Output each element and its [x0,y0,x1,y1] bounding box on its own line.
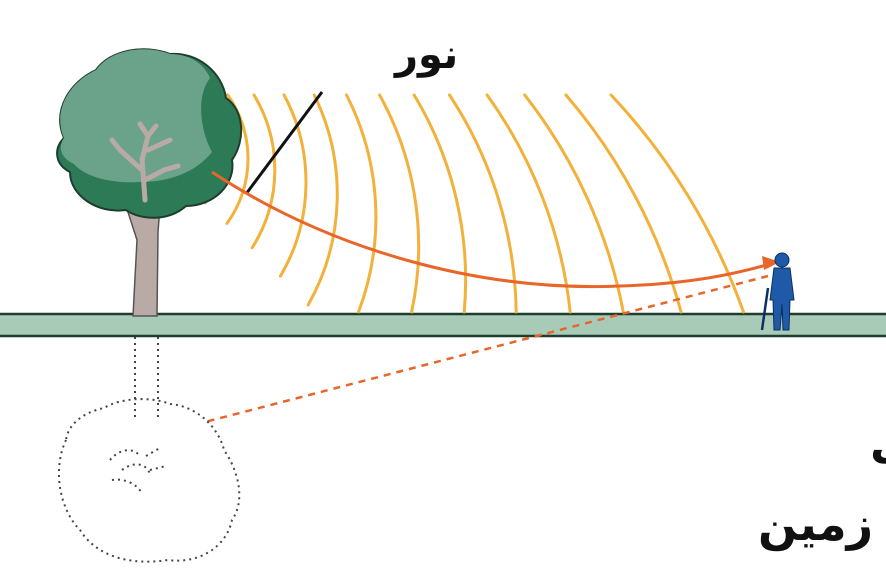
wavefront-arc [564,93,683,314]
wavefront-arc [250,93,277,250]
wavefronts [203,93,745,314]
wavefront-arc [609,93,745,314]
caption-line-2: سطح زمین [758,497,886,551]
light-pointer-line [244,91,324,195]
wavefront-arc [278,93,308,278]
wavefront-arc [412,93,468,314]
person-icon [760,252,795,331]
wavefront-arc [485,93,572,314]
wavefront-arc [448,93,518,314]
caption-line-1: هوای گرم‌تر در نزدیکی [870,415,886,469]
wavefront-arc [523,93,625,314]
wavefront-arc [306,93,339,307]
wavefront-arc [378,93,421,314]
ground-surface [0,312,886,338]
mirage-tree-icon [57,337,241,563]
light-label: نور [393,32,458,78]
light-ray-arrowhead [762,256,780,270]
wavefront-arc [345,93,378,314]
light-ray [211,170,771,289]
line-of-sight [204,274,769,424]
tree-icon [56,48,243,317]
